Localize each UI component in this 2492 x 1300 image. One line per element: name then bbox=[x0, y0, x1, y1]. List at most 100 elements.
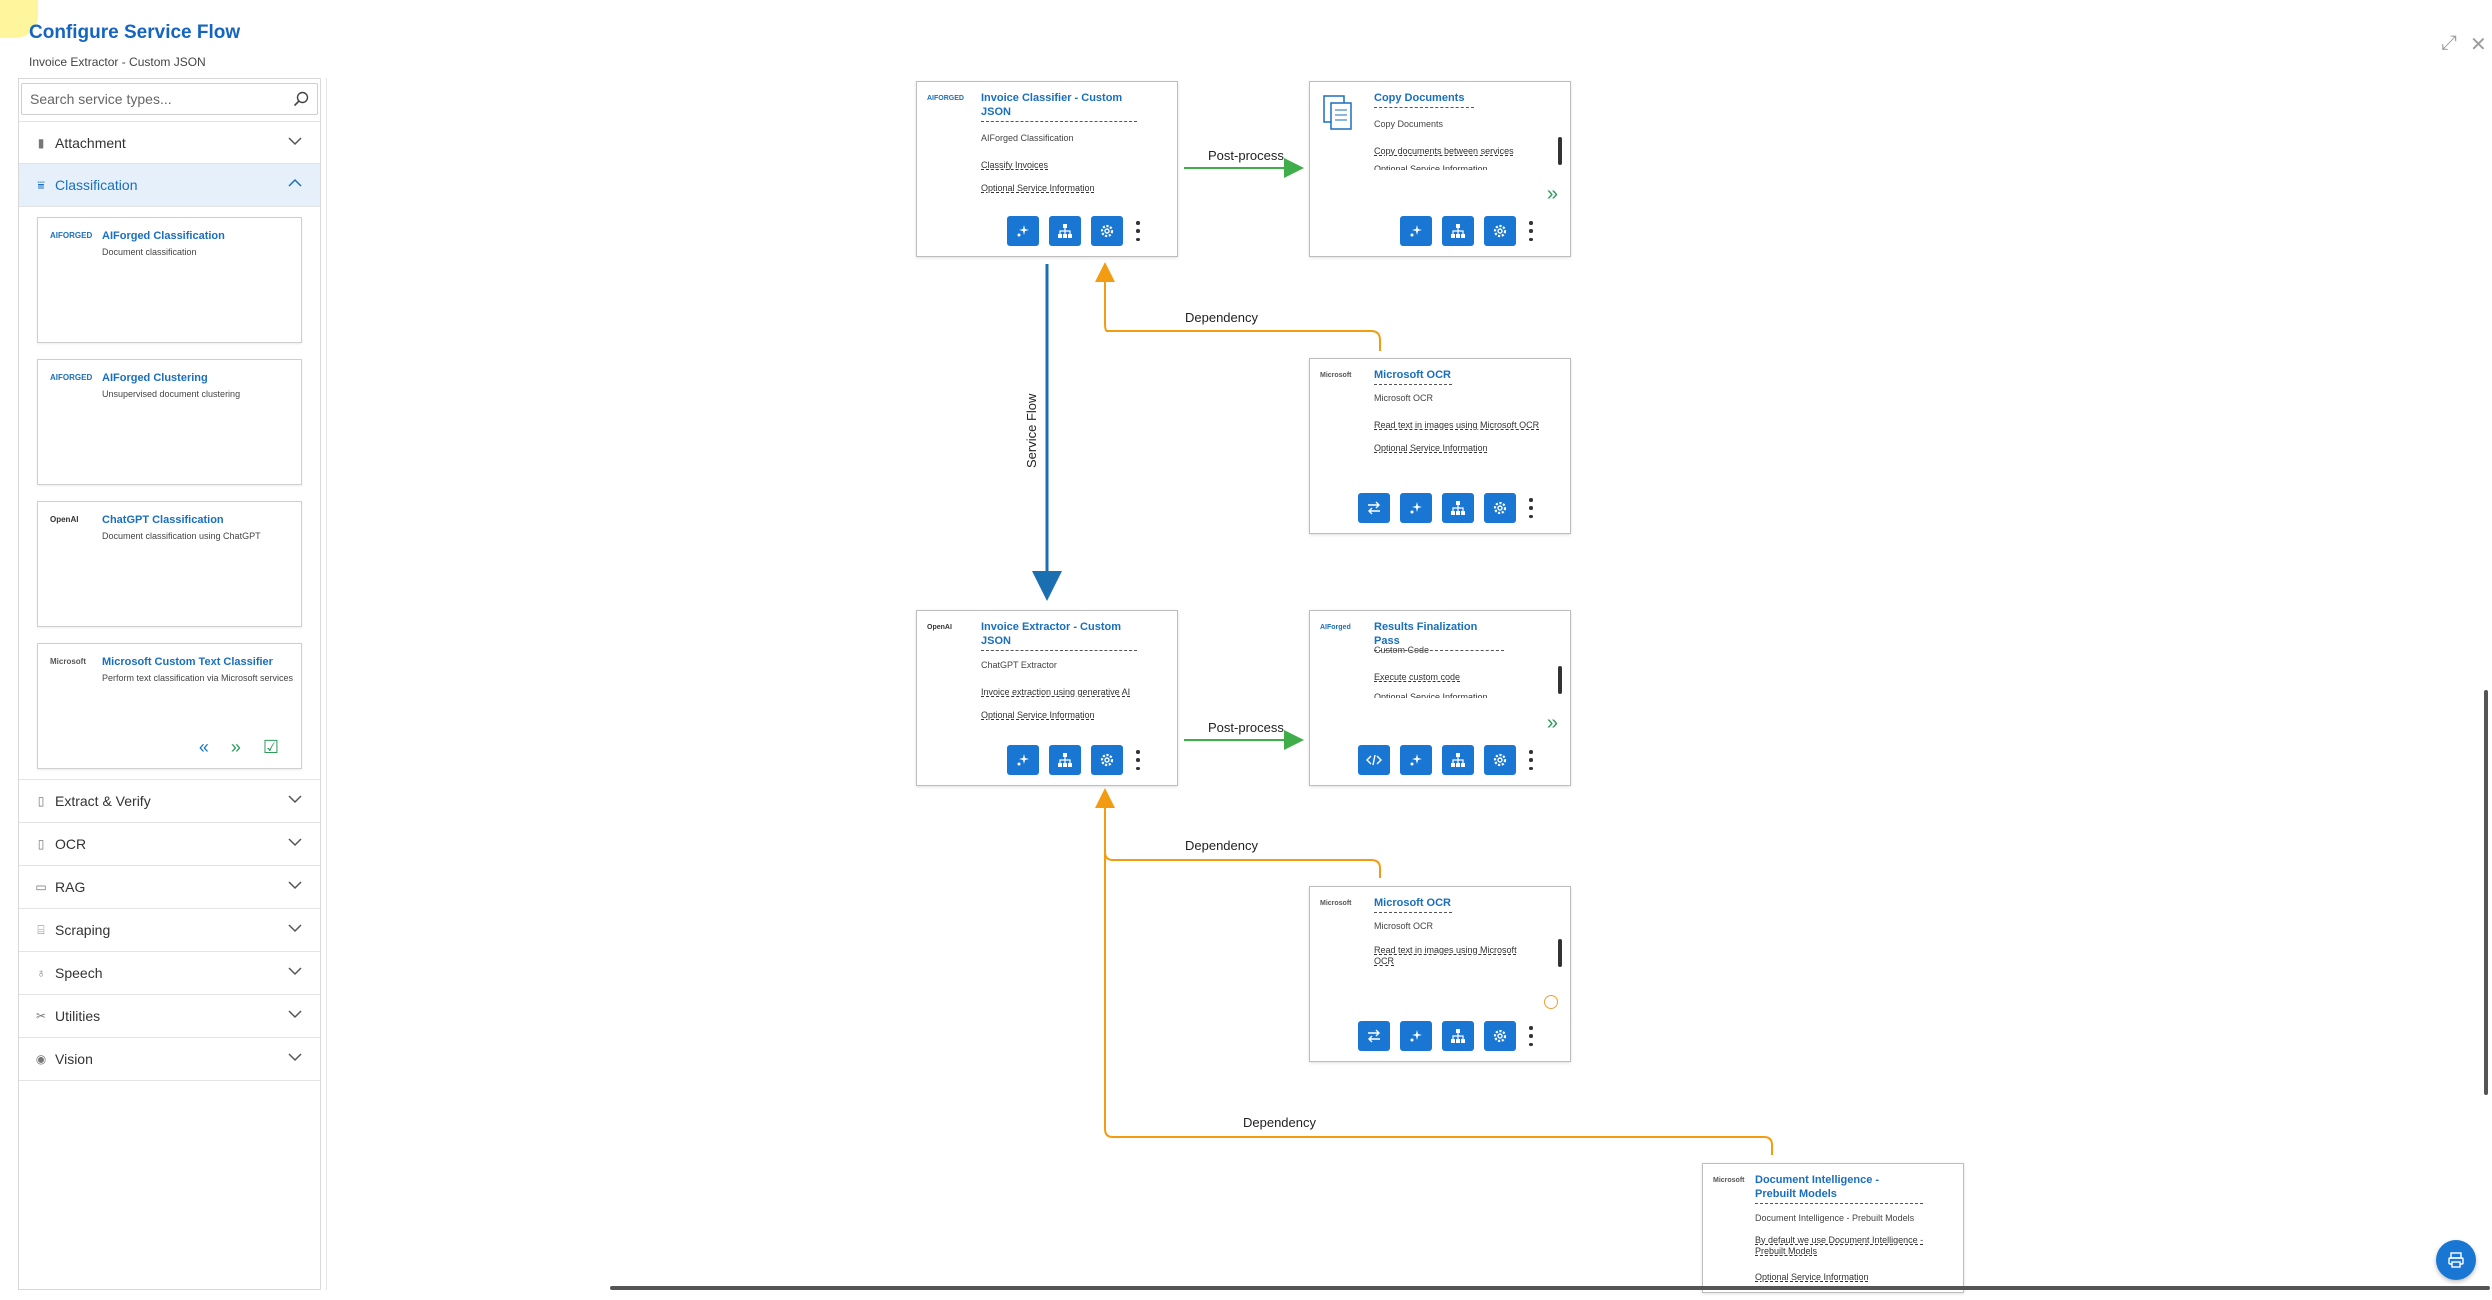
hierarchy-button[interactable] bbox=[1049, 216, 1081, 246]
more-options-icon[interactable] bbox=[1133, 221, 1143, 241]
section-scraping[interactable]: ⌸ Scraping bbox=[19, 909, 320, 952]
settings-button[interactable] bbox=[1484, 745, 1516, 775]
checkbox-icon[interactable]: ☑ bbox=[262, 737, 279, 757]
node-document-intelligence[interactable]: Microsoft Document Intelligence - Prebui… bbox=[1702, 1163, 1964, 1293]
sparkle-ai-button[interactable] bbox=[1007, 745, 1039, 775]
hierarchy-button[interactable] bbox=[1442, 745, 1474, 775]
microphone-icon: ♁ bbox=[36, 966, 46, 980]
service-card-aiforged-classification[interactable]: AIFORGED AIForged Classification Documen… bbox=[37, 217, 302, 343]
service-card-name: AIForged Classification bbox=[102, 230, 225, 242]
dependency-edge-3[interactable] bbox=[1104, 790, 1773, 1155]
node-description[interactable]: Execute custom code bbox=[1374, 672, 1461, 682]
settings-button[interactable] bbox=[1484, 493, 1516, 523]
search-input[interactable] bbox=[22, 84, 317, 114]
sparkle-icon bbox=[1017, 225, 1029, 237]
settings-button[interactable] bbox=[1091, 216, 1123, 246]
node-microsoft-ocr[interactable]: Microsoft Microsoft OCR Microsoft OCR Re… bbox=[1309, 886, 1571, 1062]
double-chevron-right-icon[interactable]: » bbox=[1546, 712, 1558, 734]
section-ocr[interactable]: ▯ OCR bbox=[19, 823, 320, 866]
double-chevron-right-icon[interactable]: » bbox=[1546, 183, 1558, 205]
sparkle-ai-button[interactable] bbox=[1007, 216, 1039, 246]
hierarchy-button[interactable] bbox=[1442, 493, 1474, 523]
section-classification[interactable]: ⩸ Classification bbox=[19, 164, 320, 207]
node-title[interactable]: Invoice Extractor - Custom JSON bbox=[981, 620, 1137, 651]
flow-canvas[interactable]: Post-process Post-process Dependency Dep… bbox=[327, 78, 2487, 1293]
page-subtitle: Invoice Extractor - Custom JSON bbox=[29, 55, 206, 69]
card-nav: « » ☑ bbox=[199, 738, 279, 756]
node-description[interactable]: Read text in images using Microsoft OCR bbox=[1374, 420, 1540, 430]
node-toolbar bbox=[1400, 216, 1536, 246]
sidebar-divider bbox=[326, 78, 327, 1290]
node-optional-info[interactable]: Optional Service Information bbox=[1374, 692, 1488, 698]
more-options-icon[interactable] bbox=[1526, 750, 1536, 770]
section-speech[interactable]: ♁ Speech bbox=[19, 952, 320, 995]
chevron-down-icon bbox=[288, 1010, 302, 1019]
node-description[interactable]: Invoice extraction using generative AI bbox=[981, 687, 1131, 697]
node-invoice-classifier[interactable]: AIFORGED Invoice Classifier - Custom JSO… bbox=[916, 81, 1178, 257]
node-optional-info[interactable]: Optional Service Information bbox=[981, 710, 1095, 720]
service-card-aiforged-clustering[interactable]: AIFORGED AIForged Clustering Unsupervise… bbox=[37, 359, 302, 485]
node-copy-documents[interactable]: Copy Documents Copy Documents Copy docum… bbox=[1309, 81, 1571, 257]
edge-label-service-flow: Service Flow bbox=[1024, 393, 1039, 468]
dependency-edge-2[interactable] bbox=[1095, 788, 1381, 878]
swap-button[interactable] bbox=[1358, 1021, 1390, 1051]
close-icon[interactable]: ✕ bbox=[2470, 34, 2487, 56]
node-scrollbar[interactable] bbox=[1558, 666, 1562, 694]
node-optional-info[interactable]: Optional Service Information bbox=[1755, 1272, 1869, 1282]
node-title[interactable]: Microsoft OCR bbox=[1374, 368, 1452, 385]
sparkle-ai-button[interactable] bbox=[1400, 493, 1432, 523]
aiforged-logo: AIForged bbox=[1320, 624, 1351, 631]
hierarchy-icon bbox=[1451, 501, 1465, 515]
hierarchy-button[interactable] bbox=[1442, 216, 1474, 246]
node-title[interactable]: Copy Documents bbox=[1374, 91, 1474, 108]
node-optional-info[interactable]: Optional Service Information bbox=[981, 183, 1095, 193]
node-description[interactable]: Classify Invoices bbox=[981, 160, 1049, 170]
node-title[interactable]: Invoice Classifier - Custom JSON bbox=[981, 91, 1137, 122]
double-chevron-left-icon[interactable]: « bbox=[198, 737, 209, 757]
search-icon[interactable] bbox=[293, 91, 309, 107]
expand-icon[interactable]: ⤢ bbox=[2441, 32, 2457, 54]
sparkle-ai-button[interactable] bbox=[1400, 745, 1432, 775]
service-card-microsoft-custom-text-classifier[interactable]: Microsoft Microsoft Custom Text Classifi… bbox=[37, 643, 302, 769]
node-results-finalization-pass[interactable]: AIForged Results Finalization Pass Custo… bbox=[1309, 610, 1571, 786]
section-rag[interactable]: ▭ RAG bbox=[19, 866, 320, 909]
node-description[interactable]: Read text in images using Microsoft OCR bbox=[1374, 945, 1517, 966]
more-options-icon[interactable] bbox=[1526, 498, 1536, 518]
section-utilities[interactable]: ✂ Utilities bbox=[19, 995, 320, 1038]
section-attachment[interactable]: ▮ Attachment bbox=[19, 121, 320, 164]
swap-button[interactable] bbox=[1358, 493, 1390, 523]
section-extract-verify[interactable]: ▯ Extract & Verify bbox=[19, 780, 320, 823]
node-description[interactable]: Copy documents between services bbox=[1374, 146, 1514, 156]
node-microsoft-ocr[interactable]: Microsoft Microsoft OCR Microsoft OCR Re… bbox=[1309, 358, 1571, 534]
print-button[interactable] bbox=[2436, 1240, 2476, 1280]
node-title[interactable]: Document Intelligence - Prebuilt Models bbox=[1755, 1173, 1923, 1204]
settings-button[interactable] bbox=[1484, 1021, 1516, 1051]
service-card-chatgpt-classification[interactable]: OpenAI ChatGPT Classification Document c… bbox=[37, 501, 302, 627]
more-options-icon[interactable] bbox=[1526, 1026, 1536, 1046]
node-title[interactable]: Results Finalization Pass bbox=[1374, 620, 1504, 651]
settings-button[interactable] bbox=[1484, 216, 1516, 246]
sparkle-ai-button[interactable] bbox=[1400, 216, 1432, 246]
vertical-scrollbar[interactable] bbox=[2484, 690, 2488, 1095]
sparkle-ai-button[interactable] bbox=[1400, 1021, 1432, 1051]
paperclip-icon: ▮ bbox=[37, 135, 45, 150]
horizontal-scrollbar[interactable] bbox=[610, 1286, 2490, 1290]
more-options-icon[interactable] bbox=[1133, 750, 1143, 770]
node-description[interactable]: By default we use Document Intelligence … bbox=[1755, 1235, 1924, 1256]
node-invoice-extractor[interactable]: OpenAI Invoice Extractor - Custom JSON C… bbox=[916, 610, 1178, 786]
code-button[interactable] bbox=[1358, 745, 1390, 775]
node-title[interactable]: Microsoft OCR bbox=[1374, 896, 1452, 913]
microsoft-logo: Microsoft bbox=[50, 657, 86, 666]
double-chevron-right-icon[interactable]: » bbox=[230, 737, 241, 757]
hierarchy-button[interactable] bbox=[1442, 1021, 1474, 1051]
section-vision[interactable]: ◉ Vision bbox=[19, 1038, 320, 1081]
service-card-desc: Document classification using ChatGPT bbox=[102, 531, 261, 541]
node-optional-info[interactable]: Optional Service Information bbox=[1374, 164, 1488, 170]
hierarchy-button[interactable] bbox=[1049, 745, 1081, 775]
settings-button[interactable] bbox=[1091, 745, 1123, 775]
node-optional-info[interactable]: Optional Service Information bbox=[1374, 443, 1488, 453]
more-options-icon[interactable] bbox=[1526, 221, 1536, 241]
dependency-edge-1[interactable] bbox=[1095, 262, 1381, 351]
node-scrollbar[interactable] bbox=[1558, 137, 1562, 165]
node-scrollbar[interactable] bbox=[1558, 939, 1562, 967]
